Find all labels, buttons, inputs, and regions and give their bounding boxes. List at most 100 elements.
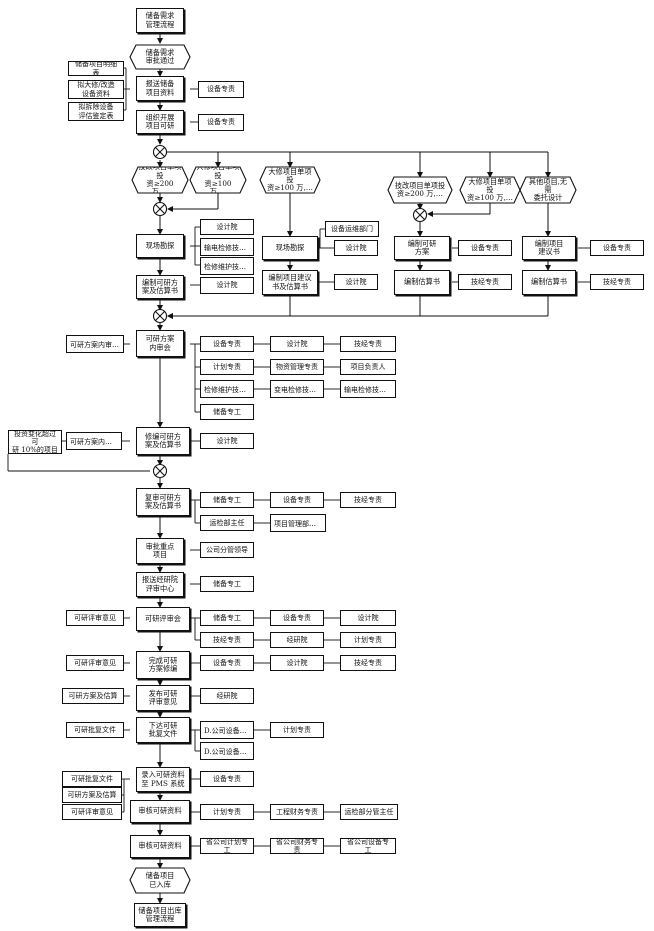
- res-line-maint-tech-1: 输电检修技术专…: [200, 238, 254, 256]
- res-equip-specialist-5: 设备专责: [200, 771, 254, 787]
- site-survey-step[interactable]: 现场勘探: [136, 234, 184, 258]
- res-internal-2-1: 计划专责: [200, 359, 254, 375]
- submit-step[interactable]: 报送储备 项目资料: [136, 76, 184, 101]
- draft-estimate-step-1[interactable]: 编制估算书: [394, 270, 450, 295]
- draft-estimate-step-2[interactable]: 编制估算书: [522, 270, 576, 295]
- res-equip-specialist-1: 设备专责: [198, 81, 244, 98]
- issue-step[interactable]: 下达可研 批复文件: [136, 717, 190, 743]
- hex-approved: [129, 44, 191, 70]
- publish-step[interactable]: 发布可研 评审意见: [136, 685, 190, 711]
- gateway-5: [152, 463, 168, 479]
- draft-plan-step[interactable]: 编制项目建议 书及估算书: [262, 270, 318, 295]
- res-tech-econ-2: 技经专责: [590, 274, 644, 290]
- branch-label-6: 其他项目,无需 委托设计: [528, 177, 568, 203]
- res-internal-3-1: 检修维护技术专…: [200, 380, 254, 398]
- res-audit2-2: 省公司财务专责: [270, 838, 324, 854]
- res-design-institute-1: 设计院: [200, 219, 254, 235]
- hex-branch-4: [387, 176, 453, 204]
- res-internal-2-3: 项目负责人: [340, 359, 396, 375]
- hex-branch-2: [189, 166, 247, 194]
- res-design-institute-4: 设计院: [334, 274, 378, 290]
- res-internal-1-2: 设计院: [270, 336, 324, 352]
- branch-label-2: 大修项目单项投 资≥100 万,…: [196, 167, 239, 193]
- res-recheck-2-1: 运检部主任: [200, 515, 254, 531]
- res-internal-review-opinion: 可研方案内审意…: [66, 335, 124, 353]
- res-design-institute-3: 设计院: [334, 240, 378, 256]
- feasibility-step[interactable]: 组织开展 项目可研: [136, 110, 184, 134]
- branch-label-5: 大修项目单项投 资≥100 万,…: [467, 177, 513, 203]
- recheck-step[interactable]: 复审可研方 案及估算书: [136, 488, 190, 516]
- res-recheck-1-2: 设备专责: [270, 492, 324, 508]
- res-internal-opinion-2: 可研方案内审意…: [66, 432, 122, 450]
- res-review-opinion-1: 可研评审意见: [66, 610, 124, 626]
- res-repair-maint-tech-1: 检修维护技术专…: [200, 257, 254, 275]
- res-econ-institute: 经研院: [200, 688, 254, 704]
- audit-step-2[interactable]: 审核可研资料: [130, 835, 190, 858]
- res-review-1-3: 设计院: [340, 610, 396, 626]
- start-node[interactable]: 储备需求 管理流程: [136, 8, 184, 33]
- approve-key-step[interactable]: 审批重点 项目: [136, 538, 184, 564]
- res-equip-specialist-4: 设备专责: [590, 240, 644, 256]
- draft-study-scheme-step[interactable]: 编制可研 方案: [394, 236, 450, 260]
- res-pms-input-2: 可研方案及估算: [62, 787, 122, 803]
- send-review-step[interactable]: 报送经研院 评审中心: [136, 572, 184, 597]
- res-recheck-2-2: 项目管理部门主…: [270, 514, 326, 532]
- res-pms-input-1: 可研批复文件: [62, 771, 122, 787]
- res-internal-1-3: 技经专责: [340, 336, 396, 352]
- hex-branch-3: [259, 166, 321, 194]
- res-study-estimate-1: 可研方案及估算: [62, 688, 124, 704]
- res-reserve-engineer-1: 储备专工: [200, 404, 254, 420]
- review-meeting-step[interactable]: 可研评审会: [136, 607, 190, 631]
- branch-label-3: 大修项目单项投 资≥100 万,…: [267, 167, 313, 193]
- res-internal-3-3: 输电检修技术专…: [340, 380, 396, 398]
- res-pms-input-3: 可研评审意见: [62, 804, 122, 820]
- stored-label: 储备项目 已入库: [145, 871, 175, 889]
- res-issue-1-1: D.公司设备管理…: [200, 721, 254, 739]
- gateway-4: [152, 308, 168, 324]
- res-review-1-2: 设备专责: [270, 610, 324, 626]
- res-approval-doc-1: 可研批复文件: [66, 722, 124, 738]
- res-finalize-2: 设计院: [270, 655, 324, 671]
- hex-stored: [129, 867, 191, 894]
- res-review-2-3: 计划专责: [340, 632, 396, 648]
- branch-label-4: 技改项目单项投 资≥200 万,…: [394, 180, 446, 198]
- res-audit1-2: 工程财务专责: [270, 804, 324, 820]
- res-equip-ops-dept: 设备运维部门: [325, 221, 379, 237]
- hex-branch-1: [131, 166, 189, 194]
- res-company-leader: 公司分管领导: [200, 542, 254, 558]
- draft-suggestion-step[interactable]: 编制项目 建议书: [522, 236, 576, 260]
- gateway-1: [152, 144, 168, 160]
- res-review-2-1: 技经专责: [200, 632, 254, 648]
- side-doc-equipment: 拟大修/改造 设备资料: [68, 80, 124, 99]
- res-reserve-engineer-2: 储备专工: [200, 576, 254, 592]
- side-doc-removal: 拟拆除设备 评估鉴定表: [68, 102, 124, 121]
- res-internal-2-2: 物资管理专责: [270, 359, 324, 375]
- end-node[interactable]: 储备项目出库 管理流程: [134, 903, 186, 927]
- res-review-opinion-2: 可研评审意见: [66, 655, 124, 671]
- res-audit2-1: 省公司计划专工: [200, 838, 254, 854]
- res-review-2-2: 经研院: [270, 632, 324, 648]
- finalize-step[interactable]: 完成可研 方案修编: [136, 651, 190, 679]
- gateway-3: [412, 207, 428, 223]
- res-audit1-1: 计划专责: [200, 804, 254, 820]
- res-equip-specialist-3: 设备专责: [458, 240, 512, 256]
- res-finalize-3: 技经专责: [340, 655, 396, 671]
- hex-branch-5: [459, 176, 521, 204]
- branch-label-1: 技改项目单项投 资≥200 万,…: [138, 167, 181, 193]
- revise-step[interactable]: 修编可研方 案及估算书: [136, 427, 190, 455]
- audit-step-1[interactable]: 审核可研资料: [130, 800, 190, 823]
- enter-pms-step[interactable]: 录入可研资料 至 PMS 系统: [136, 767, 190, 792]
- res-tech-econ-1: 技经专责: [458, 274, 512, 290]
- site-survey-step-2[interactable]: 现场勘探: [262, 236, 318, 260]
- res-design-institute-5: 设计院: [200, 433, 254, 449]
- gateway-2: [152, 201, 168, 217]
- res-internal-1-1: 设备专责: [200, 336, 254, 352]
- approved-label: 储备需求 审批通过: [145, 47, 175, 65]
- draft-study-step[interactable]: 编制可研方 案及估算书: [136, 275, 184, 299]
- side-doc-list: 储备项目明细表: [68, 61, 124, 76]
- res-design-institute-2: 设计院: [200, 277, 254, 294]
- res-issue-1-2: 计划专责: [270, 722, 324, 738]
- internal-review-step[interactable]: 可研方案 内审会: [136, 330, 184, 357]
